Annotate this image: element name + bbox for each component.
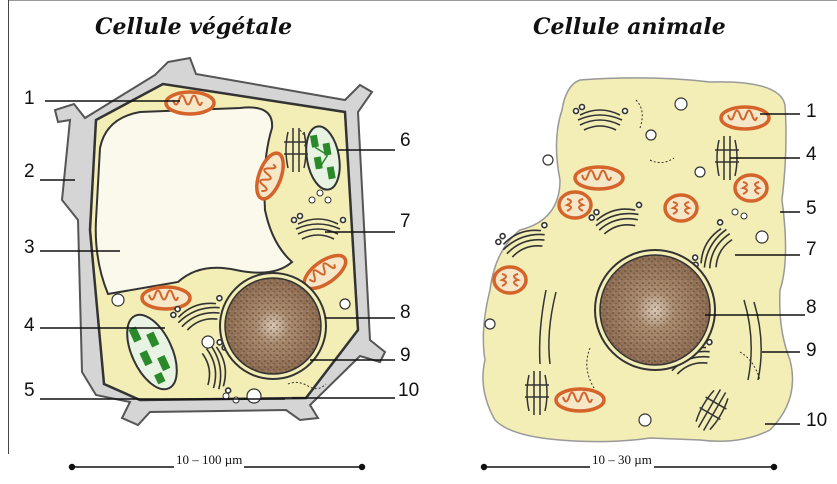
plant-label-8: 8 <box>400 303 411 323</box>
plant-label-1: 1 <box>24 89 35 109</box>
plant-mitochondrion-1 <box>166 92 214 114</box>
animal-scale-label: 10 – 30 µm <box>590 452 654 468</box>
plant-scale-label: 10 – 100 µm <box>174 452 244 468</box>
animal-label-4: 4 <box>806 145 817 165</box>
animal-mitochondrion-4 <box>559 192 591 218</box>
animal-mitochondrion-1 <box>721 107 769 129</box>
animal-mitochondrion-7 <box>494 267 526 293</box>
plant-label-9: 9 <box>400 346 411 366</box>
animal-mitochondrion-6 <box>735 175 767 201</box>
animal-label-9: 9 <box>806 341 817 361</box>
animal-label-1: 1 <box>806 102 817 122</box>
plant-label-6: 6 <box>400 131 411 151</box>
plant-label-7: 7 <box>400 212 411 232</box>
plant-label-3: 3 <box>24 238 35 258</box>
plant-label-4: 4 <box>24 316 35 336</box>
plant-nucleus <box>220 273 326 379</box>
animal-cell <box>483 78 793 442</box>
animal-label-7: 7 <box>806 240 817 260</box>
animal-mitochondrion-3 <box>556 389 604 411</box>
animal-label-5: 5 <box>806 199 817 219</box>
animal-label-10: 10 <box>806 411 827 431</box>
animal-mitochondrion-5 <box>665 195 697 221</box>
plant-label-5: 5 <box>24 381 35 401</box>
plant-cell <box>55 58 385 425</box>
plant-vacuole <box>96 107 292 294</box>
animal-nucleus <box>595 250 715 370</box>
animal-label-8: 8 <box>806 298 817 318</box>
plant-mitochondrion-2 <box>142 287 190 309</box>
animal-mitochondrion-2 <box>575 167 623 189</box>
plant-label-2: 2 <box>24 162 35 182</box>
plant-label-10: 10 <box>398 381 419 401</box>
